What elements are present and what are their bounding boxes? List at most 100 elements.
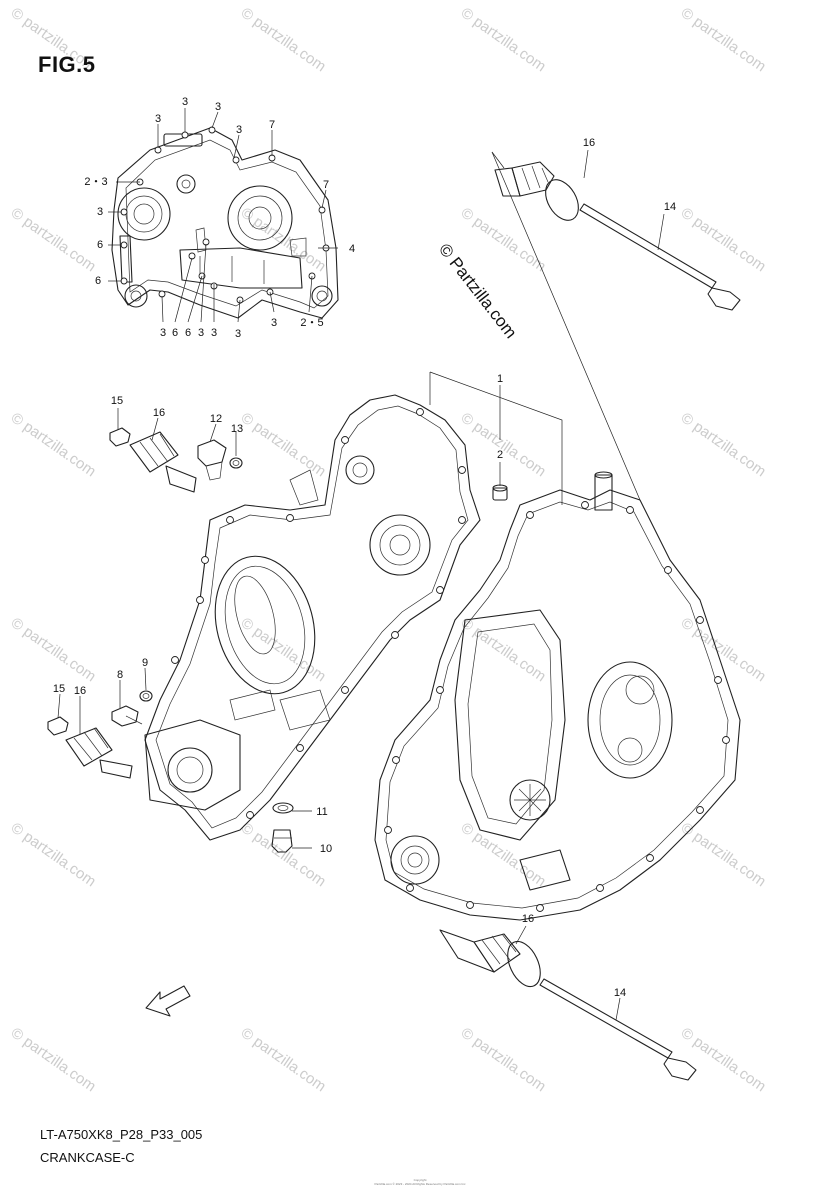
callout-inset-6-b: 6 [95, 275, 101, 287]
watermark-text: © partzilla.com [458, 204, 549, 275]
bolt-hole [226, 516, 234, 524]
plug-16-bottom [439, 929, 541, 988]
bolt-hole [536, 904, 544, 912]
crankcase-right-half [374, 471, 741, 921]
bolt-hole [466, 901, 474, 909]
copyright-line-1: Copyright [413, 1178, 427, 1182]
bolt-hole [526, 511, 534, 519]
crankcase-left-half [144, 394, 481, 841]
callout-part-9: 9 [142, 657, 148, 669]
washer-13 [229, 457, 243, 469]
bolt-hole [201, 556, 209, 564]
bolt-hole [341, 686, 349, 694]
bolt-hole [208, 126, 216, 134]
callout-part-2: 2 [497, 449, 503, 461]
callout-part-16-left: 16 [74, 685, 86, 697]
copyright-notice: Copyright Partzilla.com © 2023 - 2024 Al… [360, 1178, 480, 1186]
washer-11 [272, 802, 294, 814]
watermark-text: © partzilla.com [8, 819, 99, 890]
callout-part-11: 11 [316, 806, 327, 818]
model-code: LT-A750XK8_P28_P33_005 [40, 1127, 203, 1142]
callout-part-8: 8 [117, 669, 123, 681]
plug-16-left [65, 727, 133, 779]
watermark-text: © partzilla.com [238, 4, 329, 75]
callout-part-16-top-right: 16 [583, 137, 595, 149]
watermark-text: © partzilla.com [238, 409, 329, 480]
callout-part-12: 12 [210, 413, 222, 425]
callout-inset-3-e: 3 [97, 206, 103, 218]
callout-inset-3-a: 3 [182, 96, 188, 108]
callout-inset-7-b: 7 [323, 179, 329, 191]
bolt-hole [181, 131, 189, 139]
bolt-hole [171, 656, 179, 664]
watermark-text: © partzilla.com [678, 4, 769, 75]
bolt-hole [246, 811, 254, 819]
bolt-hole [232, 156, 240, 164]
bolt-hole [596, 884, 604, 892]
watermark-text: © partzilla.com [458, 1024, 549, 1095]
bolt-hole [722, 736, 730, 744]
callout-inset-3-b: 3 [215, 101, 221, 113]
callout-part-15-bottom: 15 [53, 683, 65, 695]
bolt-hole [384, 826, 392, 834]
callout-part-13: 13 [231, 423, 243, 435]
watermark-layer: © partzilla.com © partzilla.com © partzill… [8, 4, 769, 1095]
callout-inset-6-a: 6 [97, 239, 103, 251]
bolt-hole [391, 631, 399, 639]
watermark-text: © partzilla.com [678, 409, 769, 480]
callout-inset-bottom-3c: 3 [211, 327, 217, 339]
bolt-15-bottom [47, 716, 69, 736]
bolt-hole [626, 506, 634, 514]
watermark-text: © partzilla.com [8, 409, 99, 480]
callout-inset-7-a: 7 [269, 119, 275, 131]
callout-part-16-bottom: 16 [522, 913, 534, 925]
bolt-hole [406, 884, 414, 892]
callout-inset-4: 4 [349, 243, 355, 255]
callout-inset-bottom-3b: 3 [198, 327, 204, 339]
watermark-text: © partzilla.com [678, 819, 769, 890]
bolt-8 [111, 705, 143, 727]
watermark-text: © partzilla.com [8, 204, 99, 275]
bolt-hole [714, 676, 722, 684]
copyright-line-2: Partzilla.com © 2023 - 2024 All Rights R… [374, 1182, 466, 1186]
plug-10 [271, 829, 293, 853]
inset-crankcase-outer-view [108, 108, 339, 323]
section-name: CRANKCASE-C [40, 1150, 135, 1165]
callout-inset-bottom-3e: 3 [271, 317, 277, 329]
bolt-hole [196, 596, 204, 604]
watermark-text: © partzilla.com [458, 4, 549, 75]
bolt-hole [458, 466, 466, 474]
bolt-hole [416, 408, 424, 416]
callout-inset-2-5: 2・5 [300, 317, 323, 329]
plug-16-top-left [129, 431, 197, 493]
callout-part-14-bottom: 14 [614, 987, 626, 999]
callout-inset-bottom-3a: 3 [160, 327, 166, 339]
dowel-pin-2 [492, 484, 508, 501]
bolt-hole [581, 501, 589, 509]
callout-inset-3-d: 3 [236, 124, 242, 136]
watermark-text: © partzilla.com [458, 819, 549, 890]
bolt-hole [392, 756, 400, 764]
bolt-hole [296, 744, 304, 752]
callout-part-14-top: 14 [664, 201, 676, 213]
bolt-hole [341, 436, 349, 444]
plug-12 [197, 439, 227, 481]
watermark-text: © partzilla.com [238, 614, 329, 685]
watermark-text: © partzilla.com [238, 1024, 329, 1095]
watermark-text: © partzilla.com [8, 1024, 99, 1095]
long-bolt-14-bottom [539, 978, 697, 1081]
bolt-hole [436, 686, 444, 694]
callout-part-10: 10 [320, 843, 332, 855]
watermark-text: © partzilla.com [8, 614, 99, 685]
callout-inset-bottom-6a: 6 [172, 327, 178, 339]
watermark-text: © partzilla.com [458, 614, 549, 685]
callout-inset-3-c: 3 [155, 113, 161, 125]
bolt-15-top [109, 427, 131, 447]
bolt-hole [436, 586, 444, 594]
watermark-text: © partzilla.com [678, 1024, 769, 1095]
watermark-text: © partzilla.com [678, 204, 769, 275]
callout-part-15-top: 15 [111, 395, 123, 407]
callout-part-16-top-left: 16 [153, 407, 165, 419]
